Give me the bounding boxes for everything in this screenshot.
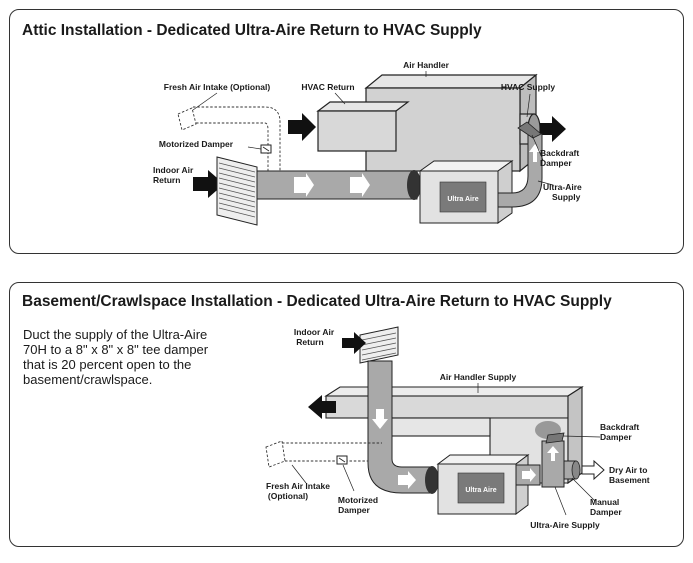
- basement-label-manual-damper-line1: Manual: [590, 497, 619, 507]
- attic-indoor-air-return-grille: [216, 156, 258, 226]
- attic-fresh-air-intake: [177, 106, 281, 190]
- attic-label-fresh-air-intake: Fresh Air Intake (Optional): [164, 82, 271, 92]
- attic-motorized-damper: [260, 144, 272, 154]
- attic-label-indoor-air-return-line1: Indoor Air: [153, 165, 194, 175]
- attic-ultra-aire-unit: Ultra Aire: [418, 160, 514, 224]
- attic-label-indoor-air-return-line2: Return: [153, 175, 180, 185]
- attic-title-separator: -: [142, 22, 157, 39]
- basement-ultra-aire-supply-duct: [515, 432, 581, 488]
- attic-unit-brand: Ultra Aire: [447, 196, 478, 203]
- attic-title-sub: Dedicated Ultra-Aire Return to HVAC Supp…: [156, 22, 482, 39]
- attic-leader-lines: [192, 71, 554, 186]
- basement-diagram: Ultra Aire Indoor Air Return Air Handler…: [265, 326, 650, 530]
- attic-title: Attic Installation - Dedicated Ultra-Air…: [22, 22, 482, 40]
- basement-trunk-lower: [389, 417, 491, 437]
- basement-return-duct: [367, 360, 439, 494]
- basement-unit-brand: Ultra Aire: [465, 487, 496, 494]
- attic-label-air-handler: Air Handler: [403, 60, 450, 70]
- basement-label-dry-air-line2: Basement: [609, 475, 650, 485]
- attic-hvac-return-duct: [316, 101, 410, 152]
- attic-label-ultra-aire-supply-line2: Supply: [552, 192, 581, 202]
- basement-leader-lines: [291, 383, 601, 516]
- basement-description: Duct the supply of the Ultra-Aire 70H to…: [23, 327, 209, 387]
- basement-label-backdraft-damper-line2: Damper: [600, 432, 632, 442]
- attic-label-backdraft-damper-line1: Backdraft: [540, 148, 579, 158]
- basement-installation-panel: Basement/Crawlspace Installation - Dedic…: [9, 282, 684, 547]
- basement-title: Basement/Crawlspace Installation - Dedic…: [22, 293, 612, 311]
- basement-dry-air-arrow: [581, 459, 605, 481]
- basement-motorized-damper: [336, 455, 348, 465]
- basement-label-fresh-air-intake-line2: (Optional): [268, 491, 308, 501]
- basement-label-indoor-air-return-line2: Return: [296, 337, 323, 347]
- attic-label-motorized-damper: Motorized Damper: [159, 139, 234, 149]
- basement-title-sub: Dedicated Ultra-Aire Return to HVAC Supp…: [286, 293, 612, 310]
- basement-label-fresh-air-intake-line1: Fresh Air Intake: [266, 481, 330, 491]
- basement-label-ultra-aire-supply: Ultra-Aire Supply: [530, 520, 600, 530]
- basement-title-separator: -: [272, 293, 287, 310]
- basement-label-backdraft-damper-line1: Backdraft: [600, 422, 639, 432]
- attic-hvac-return-arrow: [288, 113, 316, 141]
- attic-indoor-return-arrow: [193, 170, 224, 198]
- basement-label-manual-damper-line2: Damper: [590, 507, 622, 517]
- attic-label-hvac-supply: HVAC Supply: [501, 82, 555, 92]
- basement-label-air-handler-supply: Air Handler Supply: [440, 372, 517, 382]
- basement-label-dry-air-line1: Dry Air to: [609, 465, 647, 475]
- basement-supply-arrow: [308, 395, 336, 419]
- basement-label-motorized-damper-line2: Damper: [338, 505, 370, 515]
- basement-indoor-air-return-grille: [359, 326, 399, 364]
- attic-return-duct: [256, 170, 421, 200]
- basement-indoor-return-arrow: [342, 332, 366, 354]
- attic-installation-panel: Attic Installation - Dedicated Ultra-Air…: [9, 9, 684, 254]
- basement-label-motorized-damper-line1: Motorized: [338, 495, 378, 505]
- attic-label-backdraft-damper-line2: Damper: [540, 158, 572, 168]
- basement-title-main: Basement/Crawlspace Installation: [22, 293, 273, 310]
- attic-diagram: Ultra Aire Air Handler Fresh Air Intake …: [153, 60, 582, 226]
- attic-title-main: Attic Installation: [22, 22, 143, 39]
- basement-label-indoor-air-return-line1: Indoor Air: [294, 327, 335, 337]
- attic-label-ultra-aire-supply-line1: Ultra-Aire: [543, 182, 582, 192]
- basement-fresh-air-intake: [265, 440, 382, 468]
- basement-ultra-aire-unit: Ultra Aire: [436, 454, 530, 515]
- attic-hvac-supply-arrow: [540, 116, 566, 142]
- attic-label-hvac-return: HVAC Return: [301, 82, 354, 92]
